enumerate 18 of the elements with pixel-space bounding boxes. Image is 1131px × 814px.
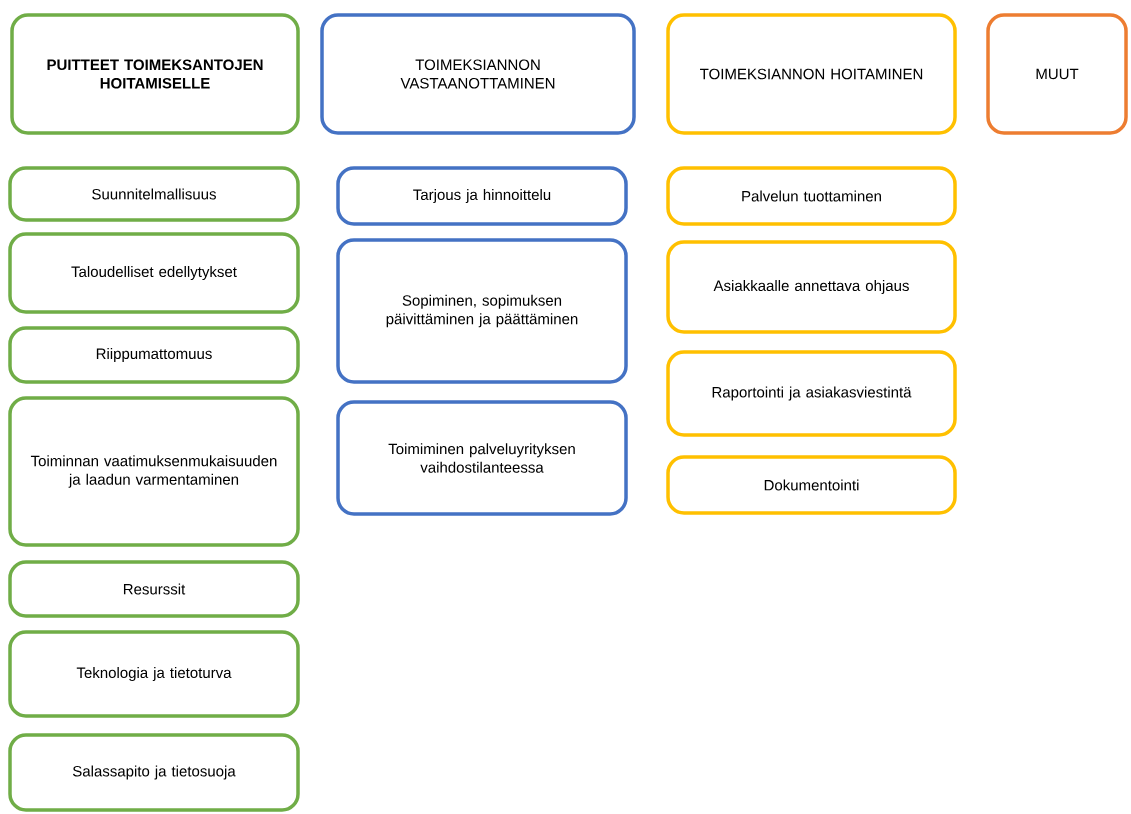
header-box: TOIMEKSIANNON VASTAANOTTAMINEN — [320, 13, 636, 135]
header-box: PUITTEET TOIMEKSANTOJEN HOITAMISELLE — [10, 13, 300, 135]
topic-box: Tarjous ja hinnoittelu — [336, 166, 628, 226]
topic-box: Teknologia ja tietoturva — [8, 630, 300, 718]
topic-box: Riippumattomuus — [8, 326, 300, 384]
topic-box: Resurssit — [8, 560, 300, 618]
topic-box: Dokumentointi — [666, 455, 957, 515]
topic-box: Sopiminen, sopimuksen päivittäminen ja päättäminen — [336, 238, 628, 384]
topic-box: Asiakkaalle annettava ohjaus — [666, 240, 957, 334]
header-box: TOIMEKSIANNON HOITAMINEN — [666, 13, 957, 135]
topic-box: Taloudelliset edellytykset — [8, 232, 300, 314]
topic-box: Salassapito ja tietosuoja — [8, 733, 300, 812]
topic-box: Suunnitelmallisuus — [8, 166, 300, 222]
topic-box: Toiminnan vaatimuksenmukaisuuden ja laadun varmentaminen — [8, 396, 300, 547]
header-box: MUUT — [986, 13, 1128, 135]
topic-box: Palvelun tuottaminen — [666, 166, 957, 226]
topic-box: Toimiminen palveluyrityksen vaihdostilanteessa — [336, 400, 628, 516]
topic-box: Raportointi ja asiakasviestintä — [666, 350, 957, 437]
